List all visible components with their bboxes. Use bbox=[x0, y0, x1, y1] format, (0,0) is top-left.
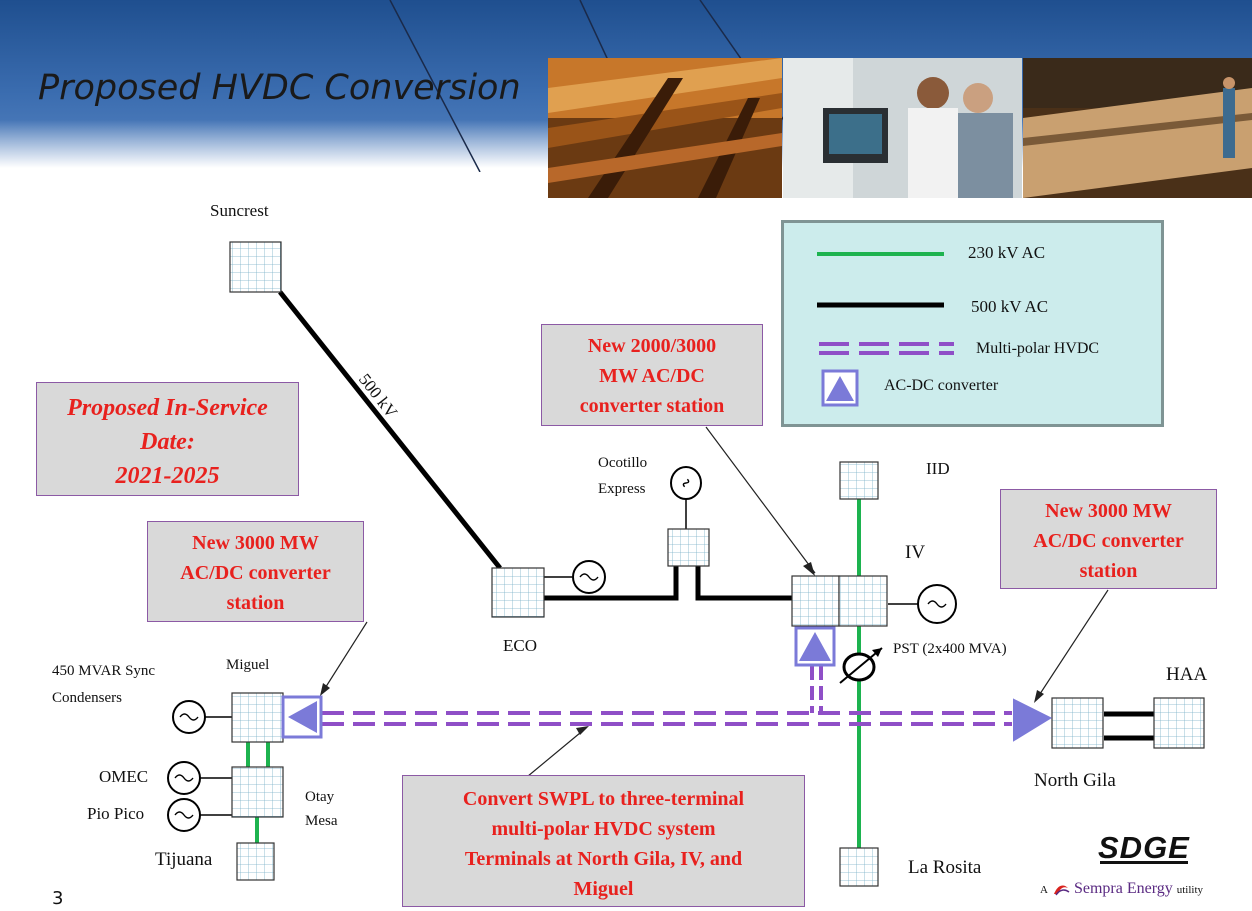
label-la-rosita: La Rosita bbox=[908, 857, 982, 878]
substation-iv-left bbox=[791, 575, 840, 627]
callout-inservice-date: Proposed In-Service Date: 2021-2025 bbox=[36, 382, 299, 496]
callout-converter-miguel-line: New 3000 MW bbox=[192, 532, 319, 554]
label-sync-1: 450 MVAR Sync bbox=[52, 663, 156, 679]
callout-swpl-conversion: Convert SWPL to three-terminal multi-pol… bbox=[402, 775, 805, 907]
callout-converter-gila-line: AC/DC converter bbox=[1033, 530, 1184, 552]
legend-label-hvdc: Multi-polar HVDC bbox=[976, 340, 1100, 357]
callout-converter-iv-line: converter station bbox=[579, 395, 725, 417]
sempra-tagline: A Sempra Energy utility bbox=[1040, 880, 1203, 898]
substation-tijuana bbox=[236, 842, 275, 881]
tagline-suffix: utility bbox=[1176, 884, 1204, 896]
sdge-logo: SDGE bbox=[1098, 830, 1190, 865]
substation-haa bbox=[1153, 697, 1205, 749]
label-otay-2: Mesa bbox=[305, 813, 338, 829]
label-iid: IID bbox=[926, 459, 950, 478]
line-500kv-eco-ocotillo bbox=[544, 566, 679, 601]
callout-converter-miguel-line: station bbox=[226, 592, 285, 614]
label-iv: IV bbox=[905, 542, 926, 563]
tagline-company: Sempra Energy bbox=[1073, 880, 1173, 897]
callout-converter-iv-line: MW AC/DC bbox=[599, 365, 705, 387]
converter-icon bbox=[281, 626, 1053, 742]
legend: 230 kV AC 500 kV AC Multi-polar HVDC AC-… bbox=[781, 220, 1164, 427]
line-500kv-suncrest-eco bbox=[278, 290, 502, 570]
legend-label-converter: AC-DC converter bbox=[884, 377, 999, 394]
callout-converter-gila-line: New 3000 MW bbox=[1045, 500, 1172, 522]
substation-eco bbox=[491, 567, 545, 618]
callout-arrows bbox=[321, 426, 1109, 792]
label-ocotillo-1: Ocotillo bbox=[598, 455, 648, 471]
callout-converter-miguel: New 3000 MW AC/DC converter station bbox=[147, 521, 364, 622]
legend-label-230kv: 230 kV AC bbox=[968, 243, 1046, 262]
page-title: Proposed HVDC Conversion bbox=[38, 68, 521, 108]
hvdc-line-iv-tap bbox=[810, 666, 823, 713]
photo-wood-beams bbox=[548, 58, 782, 198]
callout-swpl-line: Miguel bbox=[573, 878, 634, 900]
line-500kv-ocotillo-iv bbox=[695, 566, 792, 601]
legend-swatch-converter bbox=[821, 369, 859, 407]
callout-converter-iv: New 2000/3000 MW AC/DC converter station bbox=[541, 324, 763, 426]
callout-converter-gila-line: station bbox=[1079, 560, 1138, 582]
label-north-gila: North Gila bbox=[1034, 770, 1116, 791]
callout-swpl-line: multi-polar HVDC system bbox=[491, 818, 716, 840]
substation-ocotillo bbox=[667, 528, 710, 567]
substation-otay-mesa bbox=[231, 766, 284, 818]
callout-inservice-line: 2021-2025 bbox=[115, 463, 220, 489]
legend-swatch-hvdc bbox=[819, 342, 954, 355]
tagline-prefix: A bbox=[1040, 884, 1048, 896]
callout-converter-miguel-line: AC/DC converter bbox=[180, 562, 331, 584]
substation-iid bbox=[839, 461, 879, 500]
substation-iv-right bbox=[838, 575, 888, 627]
label-omec: OMEC bbox=[99, 767, 149, 786]
label-pio-pico: Pio Pico bbox=[87, 804, 145, 823]
callout-inservice-line: Date: bbox=[140, 429, 195, 455]
callout-swpl-line: Terminals at North Gila, IV, and bbox=[464, 848, 743, 870]
callout-converter-gila: New 3000 MW AC/DC converter station bbox=[1000, 489, 1217, 589]
label-ocotillo-2: Express bbox=[598, 481, 646, 497]
phase-shifter-icon bbox=[839, 647, 883, 684]
label-haa: HAA bbox=[1166, 664, 1208, 685]
substation-miguel bbox=[231, 692, 284, 743]
label-miguel: Miguel bbox=[226, 657, 270, 673]
slide-number: 3 bbox=[52, 888, 64, 909]
callout-converter-iv-line: New 2000/3000 bbox=[587, 335, 717, 357]
label-sync-2: Condensers bbox=[52, 690, 122, 706]
callout-inservice-line: Proposed In-Service bbox=[67, 395, 268, 421]
label-eco: ECO bbox=[503, 636, 537, 655]
photo-warehouse bbox=[1023, 58, 1252, 198]
substation-la-rosita bbox=[839, 847, 879, 887]
substation-suncrest bbox=[229, 241, 282, 293]
photo-people-computer bbox=[783, 58, 1022, 198]
hvdc-line-swpl bbox=[322, 711, 1012, 726]
label-suncrest: Suncrest bbox=[210, 201, 269, 220]
substation-grid-icon bbox=[229, 241, 1205, 887]
label-otay-1: Otay bbox=[305, 789, 335, 805]
label-tijuana: Tijuana bbox=[155, 849, 213, 870]
label-pst: PST (2x400 MVA) bbox=[893, 641, 1007, 657]
sempra-flame-icon bbox=[1052, 882, 1070, 896]
callout-swpl-line: Convert SWPL to three-terminal bbox=[462, 788, 745, 810]
substation-north-gila bbox=[1051, 697, 1104, 749]
legend-label-500kv: 500 kV AC bbox=[971, 297, 1049, 316]
